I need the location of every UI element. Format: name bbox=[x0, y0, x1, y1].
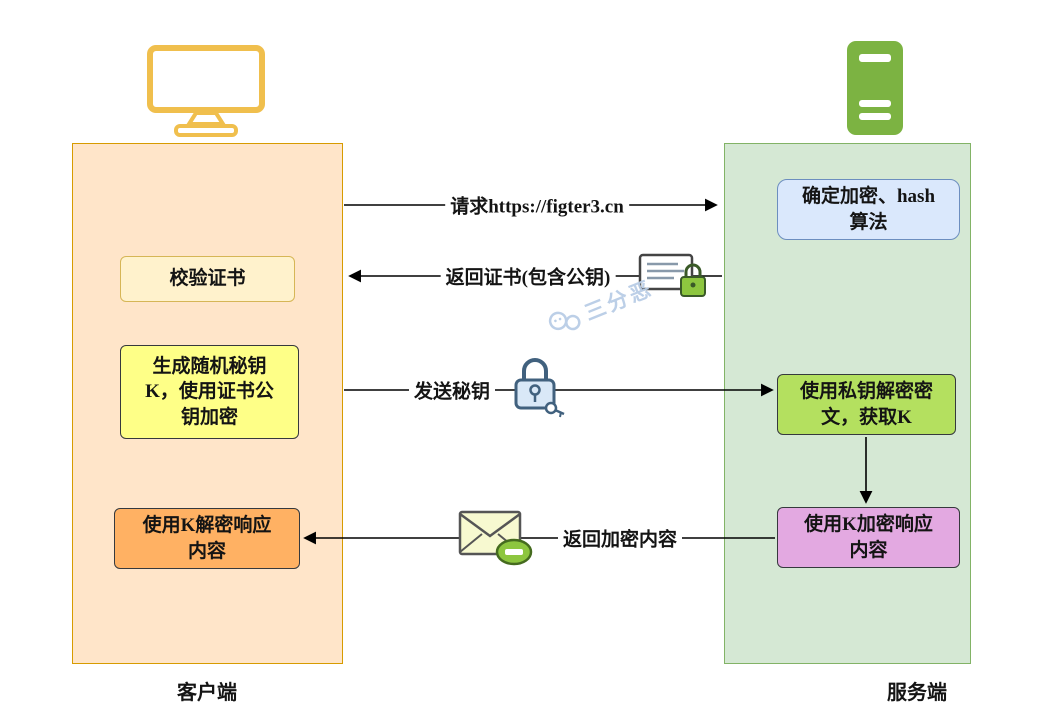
padlock-key-icon bbox=[514, 358, 565, 418]
message-label-return-encrypted: 返回加密内容 bbox=[557, 524, 683, 552]
monitor-icon bbox=[147, 45, 265, 137]
server-step-decrypt-key: 使用私钥解密密 文，获取K bbox=[777, 374, 956, 435]
client-step-verify-certificate: 校验证书 bbox=[120, 256, 295, 302]
client-label: 客户端 bbox=[177, 682, 237, 704]
certificate-lock-icon bbox=[638, 253, 706, 297]
server-step-determine-algorithm: 确定加密、hash 算法 bbox=[777, 179, 960, 240]
message-label-return-certificate: 返回证书(包含公钥) bbox=[440, 262, 616, 290]
server-label: 服务端 bbox=[887, 682, 947, 704]
envelope-minus-icon bbox=[458, 510, 533, 566]
client-step-decrypt-response: 使用K解密响应 内容 bbox=[114, 508, 300, 569]
watermark: 三分恶 bbox=[543, 272, 657, 341]
chat-bubbles-icon bbox=[548, 311, 581, 331]
server-icon bbox=[847, 41, 903, 135]
message-label-send-key: 发送秘钥 bbox=[408, 376, 496, 404]
server-step-encrypt-response: 使用K加密响应 内容 bbox=[777, 507, 960, 568]
client-step-generate-key: 生成随机秘钥 K，使用证书公 钥加密 bbox=[120, 345, 299, 439]
message-label-request: 请求https://figter3.cn bbox=[445, 191, 629, 219]
